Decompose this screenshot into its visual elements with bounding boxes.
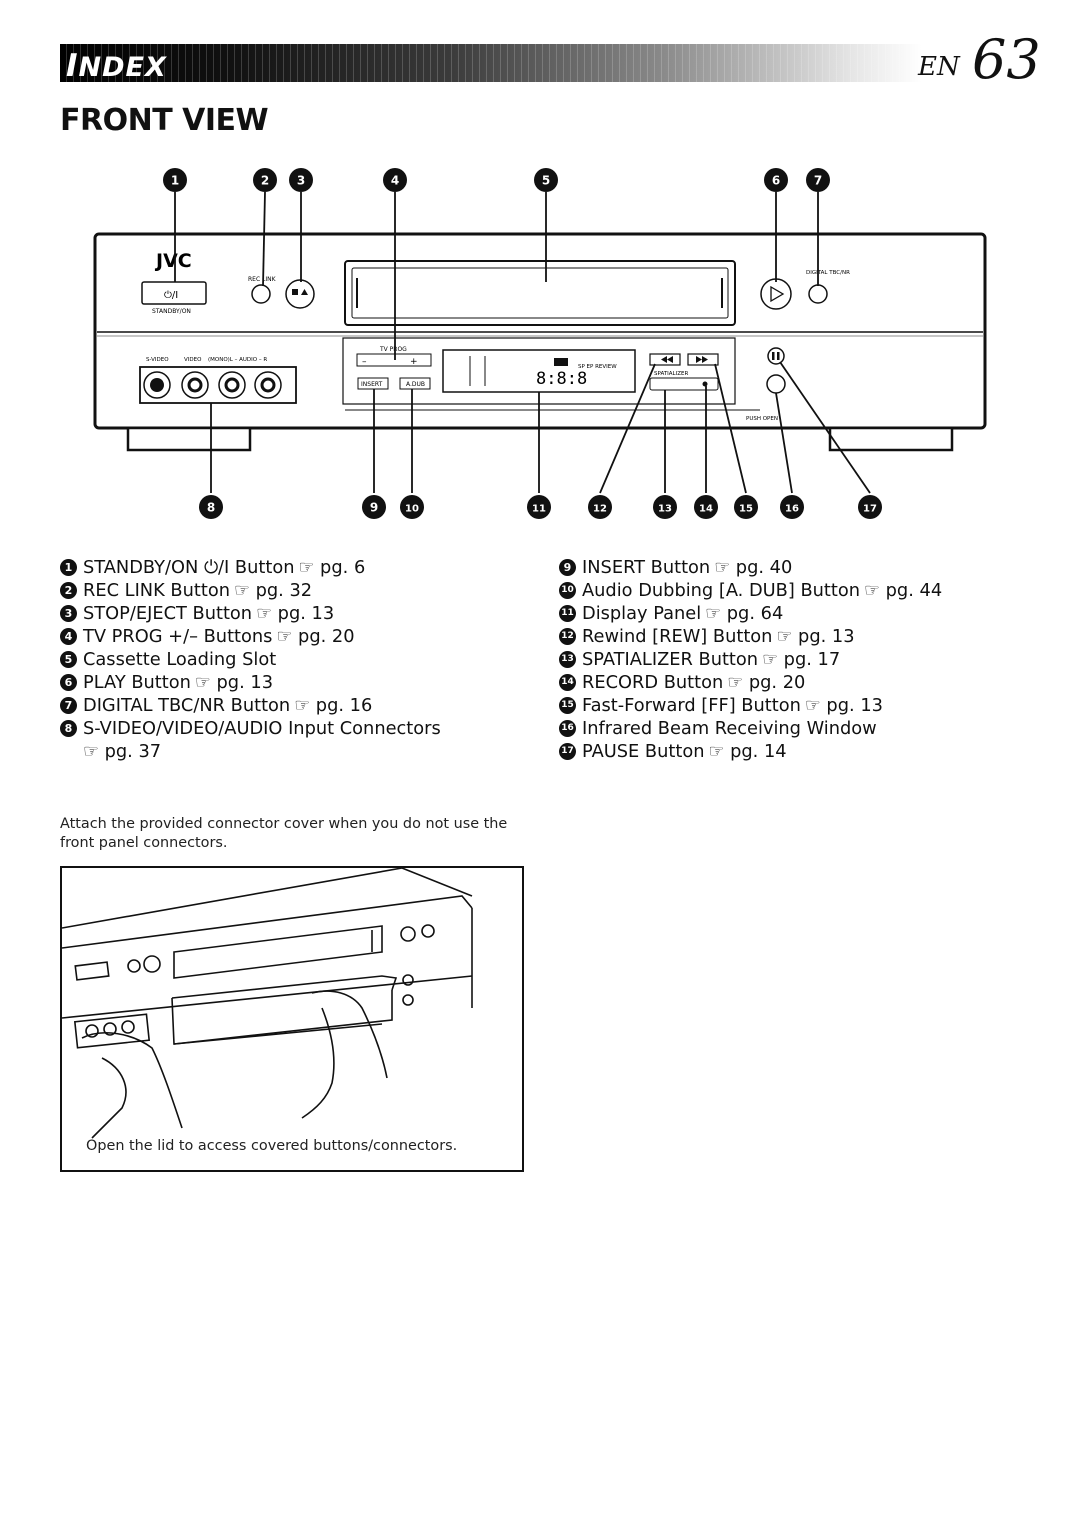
svg-text:3: 3	[297, 174, 305, 188]
svg-text:6: 6	[772, 174, 780, 188]
header-band	[60, 44, 922, 82]
svg-text:S-VIDEO: S-VIDEO	[146, 357, 169, 363]
language-label: EN	[918, 52, 960, 82]
callout-17: 17	[858, 495, 882, 519]
svg-text:(MONO)L – AUDIO – R: (MONO)L – AUDIO – R	[208, 357, 267, 363]
callout-11: 11	[527, 495, 551, 519]
callout-8: 8	[199, 495, 223, 519]
callout-16: 16	[780, 495, 804, 519]
callout-6: 6	[764, 168, 788, 192]
illustration-caption: Open the lid to access covered buttons/c…	[86, 1138, 458, 1154]
callout-13: 13	[653, 495, 677, 519]
callout-9: 9	[362, 495, 386, 519]
svg-text:2: 2	[261, 174, 269, 188]
callout-7: 7	[806, 168, 830, 192]
svg-text:DIGITAL TBC/NR: DIGITAL TBC/NR	[806, 270, 850, 276]
svg-text:7: 7	[814, 174, 822, 188]
svg-text:15: 15	[739, 504, 753, 515]
callout-1: 1	[163, 168, 187, 192]
page-number: 63	[972, 28, 1041, 91]
svg-text:1: 1	[171, 174, 179, 188]
svg-text:+: +	[410, 357, 418, 367]
section-title: FRONT VIEW	[60, 103, 269, 138]
callout-markers: 1 2 3 4 5 6 7 8 9 10 11 12 13 14 15 16 1…	[163, 168, 882, 519]
svg-text:9: 9	[370, 501, 378, 515]
svg-text:8:8:8: 8:8:8	[536, 369, 587, 389]
callout-4: 4	[383, 168, 407, 192]
callout-2: 2	[253, 168, 277, 192]
callout-14: 14	[694, 495, 718, 519]
svg-text:⏻/I: ⏻/I	[164, 290, 178, 301]
vcr-front-view-diagram: JVC ⏻/I STANDBY/ON REC LINK DIGITAL TBC/…	[93, 168, 987, 519]
svg-text:10: 10	[405, 504, 419, 515]
svg-text:17: 17	[863, 504, 877, 515]
svg-text:PUSH OPEN: PUSH OPEN	[746, 416, 778, 422]
svg-text:A.DUB: A.DUB	[406, 381, 425, 388]
svg-text:INSERT: INSERT	[361, 381, 383, 388]
svg-text:TV PROG: TV PROG	[379, 346, 407, 353]
list-item-continuation: ☞ pg. 37	[83, 741, 162, 762]
svg-text:–: –	[362, 357, 367, 367]
svg-text:VIDEO: VIDEO	[184, 357, 202, 363]
svg-text:12: 12	[593, 504, 607, 515]
connector-cover-note: Attach the provided connector cover when…	[60, 816, 508, 851]
svg-text:16: 16	[785, 504, 799, 515]
svg-text:STANDBY/ON: STANDBY/ON	[152, 308, 191, 315]
svg-text:4: 4	[391, 174, 399, 188]
svg-text:14: 14	[699, 504, 713, 515]
svg-text:SP EP REVIEW: SP EP REVIEW	[578, 364, 617, 370]
standby-button-shape	[141, 281, 207, 305]
callout-5: 5	[534, 168, 558, 192]
svg-text:11: 11	[532, 504, 546, 515]
callout-15: 15	[734, 495, 758, 519]
svg-text:8: 8	[207, 501, 215, 515]
vcr-lid-drawing	[62, 868, 473, 1139]
callout-12: 12	[588, 495, 612, 519]
svg-text:SPATIALIZER: SPATIALIZER	[654, 371, 688, 377]
jvc-logo: JVC	[154, 250, 192, 272]
index-title: INDEX	[66, 48, 167, 84]
svg-text:13: 13	[658, 504, 672, 515]
svg-text:5: 5	[542, 174, 550, 188]
callout-10: 10	[400, 495, 424, 519]
callout-3: 3	[289, 168, 313, 192]
open-lid-illustration: Open the lid to access covered buttons/c…	[60, 866, 524, 1172]
